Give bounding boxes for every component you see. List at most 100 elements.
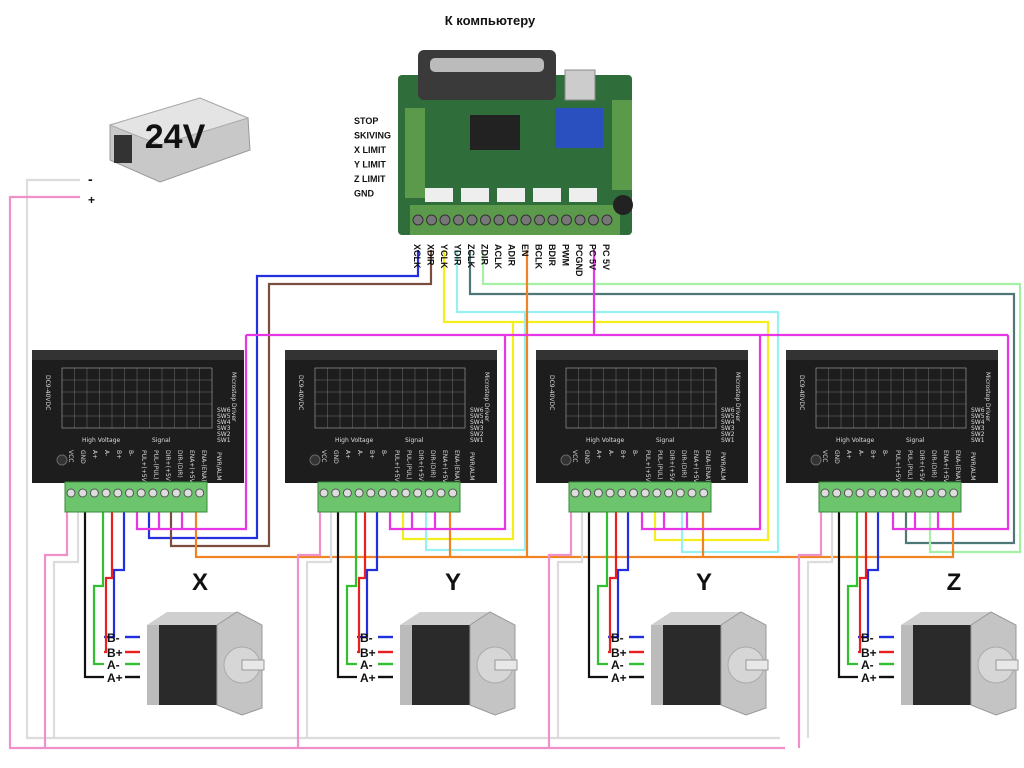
driver-power-plus: [296, 510, 322, 748]
terminal-screw: [401, 488, 411, 498]
motor-top: [147, 612, 237, 625]
switch-label: SW6: [217, 407, 231, 414]
terminal-screw: [601, 214, 613, 226]
terminal-screw: [588, 214, 599, 226]
motor-lead-label: B+: [611, 646, 627, 660]
header-connector: [533, 188, 561, 202]
board-pin-label: BCLK: [534, 244, 544, 269]
board-pin-label: STOP: [354, 116, 378, 126]
driver-top-lip: [285, 350, 497, 360]
motor-top: [400, 612, 490, 625]
switch-label: SW4: [971, 419, 985, 426]
terminal-screw: [664, 488, 674, 498]
board-pin-label: XDIR: [426, 244, 436, 266]
db25-connector: [418, 50, 556, 100]
switch-label: SW3: [470, 425, 484, 432]
alarm-label: PWR/ALM: [719, 452, 726, 480]
terminal-screw: [493, 214, 505, 226]
driver-voltage: DC9-40VDC: [44, 375, 51, 410]
board-pin-label: YCLK: [439, 244, 449, 269]
terminal-screw: [171, 488, 181, 498]
terminal-screw: [534, 214, 545, 226]
stepper-motor: [901, 611, 1019, 716]
terminal-screw: [949, 488, 959, 498]
terminal-label: DIR+(+5V): [668, 450, 675, 483]
psu-terminal-block: [114, 135, 132, 163]
terminal-screw: [78, 488, 88, 498]
terminal-label: B+: [115, 450, 122, 459]
db25-pins: [430, 58, 544, 72]
signal-label: Signal: [906, 437, 925, 444]
board-pin-label: XCLK: [412, 244, 422, 269]
psu-plus-label: +: [88, 193, 95, 207]
signal-label: Signal: [405, 437, 424, 444]
terminal-label: PUL+(+5V): [393, 450, 400, 484]
terminal-label: PUL-(PUL): [152, 450, 159, 479]
driver-power-minus: [52, 510, 80, 738]
terminal-screw: [366, 488, 376, 498]
high-voltage-label: High Voltage: [586, 437, 625, 444]
terminal-screw: [561, 214, 572, 226]
board-pin-label: BDIR: [547, 244, 557, 266]
terminal-label: ENA-(ENA): [704, 450, 711, 481]
terminal-label: A+: [595, 450, 602, 459]
psu-top: [108, 97, 250, 146]
switch-label: SW1: [721, 437, 735, 444]
motor-lead-label: B-: [611, 631, 624, 645]
terminal-screw: [195, 488, 205, 498]
usb-port: [564, 69, 596, 101]
computer-label: К компьютеру: [445, 13, 536, 28]
driver-voltage: DC9-40VDC: [297, 375, 304, 410]
zclk-wire: [468, 250, 1016, 545]
ydir-wire: [455, 250, 780, 554]
terminal-screw: [925, 488, 935, 498]
switch-label: SW4: [470, 419, 484, 426]
pc5v-drop: [135, 335, 248, 531]
motor-lead-label: A-: [861, 658, 874, 672]
terminal-label: A-: [356, 450, 363, 456]
driver-name: Microstep Driver: [734, 372, 741, 422]
motor-shaft: [494, 659, 518, 671]
power-minus-wire: [25, 178, 780, 740]
board-pin-label: PWM: [561, 244, 571, 266]
driver-voltage: DC9-40VDC: [548, 375, 555, 410]
terminal-label: DIR+(+5V): [918, 450, 925, 483]
terminal-label: A+: [845, 450, 852, 459]
terminal-screw: [937, 488, 947, 498]
motor-lead-label: A+: [360, 671, 376, 685]
alarm-label: PWR/ALM: [969, 452, 976, 480]
driver-power-minus: [556, 510, 584, 738]
board-pin-label: Y LIMIT: [354, 160, 386, 170]
zdir-wire: [481, 250, 1022, 554]
yclk-wire-branch: [401, 322, 515, 541]
switch-label: SW2: [217, 431, 231, 438]
motor-endcap: [147, 625, 159, 705]
terminal-screw: [890, 488, 900, 498]
motor-lead-label: A+: [861, 671, 877, 685]
motor-lead-label: A-: [107, 658, 120, 672]
motor-shaft: [995, 659, 1019, 671]
terminal-label: GND: [583, 450, 590, 464]
motor-wire-B-: [608, 510, 630, 639]
terminal-screw: [582, 488, 592, 498]
terminal-label: ENA+(+5V): [441, 450, 448, 485]
switch-label: SW5: [470, 413, 484, 420]
terminal-label: B-: [881, 450, 888, 456]
terminal-screw: [413, 488, 423, 498]
terminal-screw: [914, 488, 924, 498]
board-pin-label: Z LIMIT: [354, 174, 386, 184]
motor-wire-B+: [858, 510, 868, 654]
terminal-label: ENA+(+5V): [692, 450, 699, 485]
terminal-screw: [148, 488, 158, 498]
terminal-label: GND: [332, 450, 339, 464]
terminal-screw: [605, 488, 615, 498]
terminal-label: DIR-(DIR): [429, 450, 436, 478]
motor-lead-label: B+: [861, 646, 877, 660]
terminal-screw: [424, 488, 434, 498]
xdir-wire: [169, 250, 433, 548]
board-pin-label: PC 5V: [601, 244, 611, 270]
motor-wire-B-: [858, 510, 880, 639]
terminal-screw: [354, 488, 364, 498]
terminal-screw: [453, 214, 464, 226]
